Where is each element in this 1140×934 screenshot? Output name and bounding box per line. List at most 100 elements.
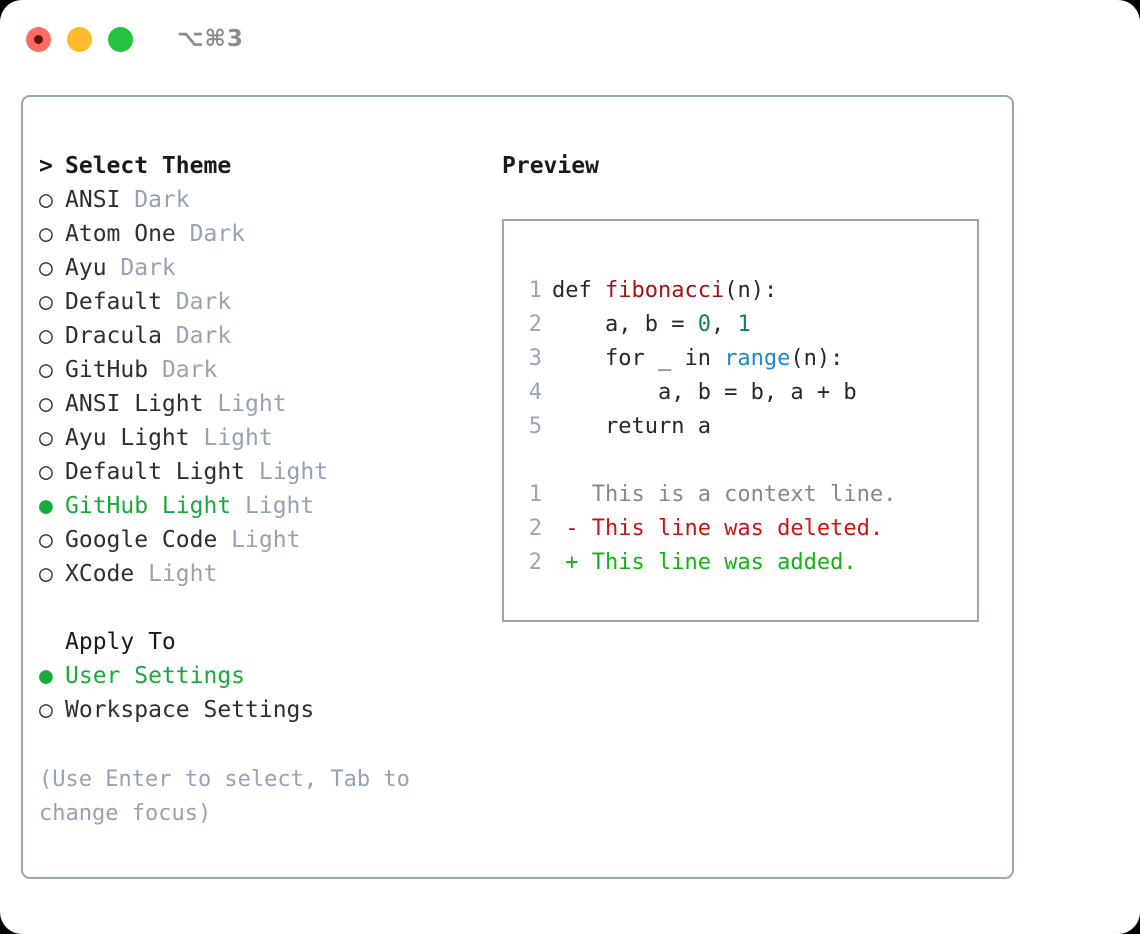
code-line-number: 4: [528, 380, 542, 405]
theme-name-label: Ayu: [65, 255, 107, 281]
apply-to-header-indent: [39, 625, 65, 659]
apply-to-header-label: Apply To: [65, 629, 176, 655]
apply-to-item[interactable]: ● User Settings: [39, 659, 493, 693]
code-token: (n):: [724, 278, 778, 303]
code-token: def: [552, 278, 605, 303]
diff-line-number: 2: [528, 516, 542, 541]
diff-line: 1 This is a context line.: [504, 478, 977, 512]
preview-title: Preview: [502, 153, 599, 179]
maximize-button[interactable]: [108, 26, 133, 52]
theme-name-label: Ayu Light: [65, 425, 190, 451]
title-bar: ⌥⌘3: [0, 0, 1140, 78]
theme-name-label: ANSI: [65, 187, 121, 213]
theme-variant-label: Dark: [106, 255, 176, 281]
code-line-number: 5: [528, 414, 542, 439]
theme-list-item[interactable]: ○Default Dark: [39, 285, 493, 319]
theme-list-item[interactable]: ○Ayu Dark: [39, 251, 493, 285]
code-token: a, b =: [552, 312, 698, 337]
theme-variant-label: Dark: [161, 323, 232, 349]
code-line: 3 for _ in range(n):: [504, 342, 977, 376]
theme-variant-label: Dark: [120, 187, 190, 213]
theme-variant-label: Light: [134, 561, 218, 587]
code-token: return a: [552, 414, 711, 439]
theme-list-item[interactable]: ○Atom One Dark: [39, 217, 493, 251]
apply-to-label: User Settings: [65, 663, 246, 689]
diff-line-number: 1: [528, 482, 542, 507]
diff-line: 2 - This line was deleted.: [504, 512, 977, 546]
radio-unselected-icon: ○: [39, 221, 53, 247]
theme-selector-column: >Select Theme ○ANSI Dark○Atom One Dark○A…: [23, 97, 493, 877]
theme-name-label: Atom One: [65, 221, 176, 247]
diff-line-text: + This line was added.: [552, 550, 857, 575]
close-button[interactable]: [26, 26, 51, 52]
apply-to-label: Workspace Settings: [65, 697, 315, 723]
code-line-number: 2: [528, 312, 542, 337]
main-panel: >Select Theme ○ANSI Dark○Atom One Dark○A…: [21, 95, 1014, 879]
keyboard-shortcut-label: ⌥⌘3: [177, 26, 244, 52]
theme-variant-label: Light: [217, 527, 301, 553]
close-focus-indicator: [34, 34, 43, 44]
radio-selected-icon: ●: [39, 493, 53, 519]
list-spacer: [39, 591, 493, 625]
code-token: ,: [710, 312, 738, 337]
code-token: range: [724, 346, 791, 371]
minimize-button[interactable]: [67, 26, 92, 52]
theme-name-label: XCode: [65, 561, 135, 587]
theme-name-label: ANSI Light: [65, 391, 204, 417]
theme-name-label: Dracula: [65, 323, 162, 349]
theme-list-item[interactable]: ○ Ayu Light Light: [39, 421, 493, 455]
theme-name-label: Google Code: [65, 527, 218, 553]
theme-list-item[interactable]: ○ XCode Light: [39, 557, 493, 591]
theme-name-label: GitHub: [65, 357, 149, 383]
theme-list[interactable]: ○ANSI Dark○Atom One Dark○Ayu Dark○Defaul…: [39, 183, 493, 591]
theme-list-header-label: Select Theme: [65, 153, 232, 179]
radio-unselected-icon: ○: [39, 561, 53, 587]
diff-line-text: - This line was deleted.: [552, 516, 884, 541]
radio-unselected-icon: ○: [39, 323, 53, 349]
radio-unselected-icon: ○: [39, 187, 53, 213]
theme-variant-label: Dark: [161, 289, 232, 315]
theme-list-item[interactable]: ○GitHub Dark: [39, 353, 493, 387]
keyboard-hint-text: (Use Enter to select, Tab to change focu…: [39, 767, 410, 826]
theme-list-item[interactable]: ●GitHub Light Light: [39, 489, 493, 523]
code-token: 1: [737, 312, 751, 337]
code-token: (n):: [790, 346, 844, 371]
code-line: 2 a, b = 0, 1: [504, 308, 977, 342]
diff-line-number: 2: [528, 550, 542, 575]
theme-variant-label: Light: [189, 425, 273, 451]
diff-sample: 1 This is a context line.2 - This line w…: [504, 478, 977, 580]
theme-list-item[interactable]: ○ ANSI Dark: [39, 183, 493, 217]
code-diff-separator: [504, 444, 977, 478]
diff-line-text: This is a context line.: [552, 482, 897, 507]
diff-line: 2 + This line was added.: [504, 546, 977, 580]
theme-variant-label: Light: [231, 493, 315, 519]
theme-name-label: Default Light: [65, 459, 246, 485]
radio-unselected-icon: ○: [39, 527, 53, 553]
code-line: 5 return a: [504, 410, 977, 444]
theme-list-item[interactable]: ○ Dracula Dark: [39, 319, 493, 353]
code-token: fibonacci: [604, 278, 725, 303]
code-line-number: 3: [528, 346, 542, 371]
radio-unselected-icon: ○: [39, 357, 53, 383]
radio-unselected-icon: ○: [39, 425, 53, 451]
radio-unselected-icon: ○: [39, 697, 53, 723]
apply-to-item[interactable]: ○ Workspace Settings: [39, 693, 493, 727]
theme-list-item[interactable]: ○ Google Code Light: [39, 523, 493, 557]
radio-selected-icon: ●: [39, 663, 53, 689]
radio-unselected-icon: ○: [39, 289, 53, 315]
code-token: a, b = b, a + b: [552, 380, 857, 405]
radio-unselected-icon: ○: [39, 459, 53, 485]
theme-variant-label: Light: [245, 459, 329, 485]
theme-list-item[interactable]: ○ANSI Light Light: [39, 387, 493, 421]
theme-variant-label: Light: [203, 391, 287, 417]
apply-to-header: Apply To: [39, 625, 493, 659]
cursor-marker-icon: >: [39, 153, 53, 179]
apply-to-list[interactable]: ● User Settings ○ Workspace Settings: [39, 659, 493, 727]
theme-list-item[interactable]: ○ Default Light Light: [39, 455, 493, 489]
theme-list-header: > Select Theme: [39, 149, 493, 183]
